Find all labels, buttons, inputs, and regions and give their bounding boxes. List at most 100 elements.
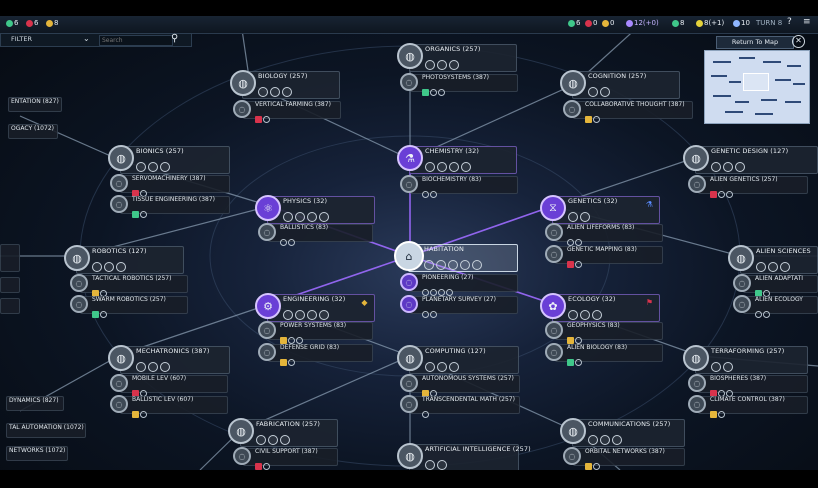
tech-organics[interactable]: ◍ ORGANICS (257) — [397, 43, 517, 72]
tech-partial-ogacy[interactable]: OGACY (1072) — [8, 124, 58, 139]
tech-autonomous-systems[interactable]: ◌ AUTONOMOUS SYSTEMS (257) — [400, 374, 520, 397]
tech-transcendental-math[interactable]: ◌ TRANSCENDENTAL MATH (257) — [400, 395, 520, 418]
resource-energy-income[interactable]: 8(+1) — [696, 19, 724, 27]
tech-alien-ecology[interactable]: ◌ ALIEN ECOLOGY — [733, 295, 818, 318]
tech-orbital-networks[interactable]: ◌ ORBITAL NETWORKS (387) — [563, 447, 685, 470]
tech-photosystems[interactable]: ◌ PHOTOSYSTEMS (387) — [400, 73, 518, 96]
tech-swarm-robotics[interactable]: ◌ SWARM ROBOTICS (257) — [70, 295, 188, 318]
alien-lifeforms-icon: ◌ — [545, 223, 563, 241]
tech-partial-entation[interactable]: ENTATION (827) — [8, 97, 62, 112]
unlock-icons — [711, 157, 747, 172]
autonomous-systems-icon: ◌ — [400, 374, 418, 392]
tech-communications[interactable]: ◍ COMMUNICATIONS (257) — [560, 418, 685, 447]
tech-biospheres[interactable]: ◌ BIOSPHERES (387) — [688, 374, 808, 397]
tech-partial-left-3[interactable] — [0, 298, 20, 314]
artificial-intelligence-icon: ◍ — [397, 443, 423, 469]
unlock-icons — [585, 108, 601, 127]
tech-tactical-robotics[interactable]: ◌ TACTICAL ROBOTICS (257) — [70, 274, 188, 297]
minimap-viewport[interactable] — [743, 73, 769, 91]
tech-fabrication[interactable]: ◍ FABRICATION (257) — [228, 418, 338, 447]
tech-alien-adaptation[interactable]: ◌ ALIEN ADAPTATI — [733, 274, 818, 297]
tech-partial-networks[interactable]: NETWORKS (1072) — [6, 446, 68, 461]
communications-icon: ◍ — [560, 418, 586, 444]
tech-partial-left-1[interactable] — [0, 244, 20, 272]
unlock-icons — [756, 257, 792, 272]
tech-computing[interactable]: ◍ COMPUTING (127) — [397, 345, 519, 374]
tech-ballistics[interactable]: ◌ BALLISTICS (83) — [258, 223, 373, 246]
tech-name: TRANSCENDENTAL MATH (257) — [422, 396, 515, 403]
tech-ballistic-lev[interactable]: ◌ BALLISTIC LEV (607) — [110, 395, 228, 418]
menu-icon: ≡ — [803, 17, 811, 27]
tech-defense-grid[interactable]: ◌ DEFENSE GRID (83) — [258, 343, 373, 366]
close-icon[interactable]: ✕ — [792, 35, 805, 48]
resource-value: 6 — [14, 19, 19, 27]
tech-alien-lifeforms[interactable]: ◌ ALIEN LIFEFORMS (83) — [545, 223, 663, 246]
tech-pioneering[interactable]: ◌ PIONEERING (27) — [400, 273, 518, 296]
unlock-icons — [425, 357, 461, 372]
tech-name: PLANETARY SURVEY (27) — [422, 296, 496, 303]
affinity-purity[interactable]: 6 — [568, 19, 580, 27]
resource-science[interactable]: 12(+0) — [626, 19, 659, 27]
tech-engineering[interactable]: ⚙ ENGINEERING (32) ◆ — [255, 293, 375, 322]
robotics-icon: ◍ — [64, 245, 90, 271]
tech-power-systems[interactable]: ◌ POWER SYSTEMS (83) — [258, 321, 373, 344]
defense-grid-icon: ◌ — [258, 343, 276, 361]
tech-geophysics[interactable]: ◌ GEOPHYSICS (83) — [545, 321, 663, 344]
tech-climate-control[interactable]: ◌ CLIMATE CONTROL (387) — [688, 395, 808, 418]
search-input[interactable] — [99, 35, 173, 46]
tech-partial-left-2[interactable] — [0, 277, 20, 293]
tech-name: ECOLOGY (32) — [568, 295, 616, 303]
help-button[interactable]: ? — [787, 17, 792, 27]
unlock-icons — [425, 55, 461, 70]
tech-biochemistry[interactable]: ◌ BIOCHEMISTRY (83) — [400, 175, 518, 198]
filter-label[interactable]: FILTER — [11, 35, 32, 43]
alien-adaptation-icon: ◌ — [733, 274, 751, 292]
tech-genetics[interactable]: ⧖ GENETICS (32) ⚗ — [540, 195, 660, 224]
tech-alien-sciences[interactable]: ◍ ALIEN SCIENCES — [728, 245, 818, 274]
tech-servomachinery[interactable]: ◌ SERVOMACHINERY (387) — [110, 174, 230, 197]
tech-genetic-mapping[interactable]: ◌ GENETIC MAPPING (83) — [545, 245, 663, 268]
tech-mobile-lev[interactable]: ◌ MOBILE LEV (607) — [110, 374, 228, 397]
resource-diplomacy[interactable]: 10 — [733, 19, 750, 27]
return-to-map-button[interactable]: Return To Map — [716, 36, 794, 49]
tech-tissue-engineering[interactable]: ◌ TISSUE ENGINEERING (387) — [110, 195, 230, 218]
tech-name: ARTIFICIAL INTELLIGENCE (257) — [425, 445, 531, 453]
tech-planetary-survey[interactable]: ◌ PLANETARY SURVEY (27) — [400, 295, 518, 318]
tech-biology[interactable]: ◍ BIOLOGY (257) — [230, 70, 340, 99]
diplomacy-icon — [733, 19, 740, 27]
tech-artificial-intelligence[interactable]: ◍ ARTIFICIAL INTELLIGENCE (257) — [397, 443, 531, 470]
engineering-icon: ⚙ — [255, 293, 281, 319]
tech-web-minimap[interactable] — [704, 50, 810, 124]
chevron-down-icon[interactable]: ⌄ — [83, 34, 90, 43]
tech-collaborative-thought[interactable]: ◌ COLLABORATIVE THOUGHT (387) — [563, 100, 693, 123]
affinity-supremacy[interactable]: 0 — [602, 19, 614, 27]
tech-mechatronics[interactable]: ◍ MECHATRONICS (387) — [108, 345, 230, 374]
tech-habitation[interactable]: ⌂ HABITATION — [394, 241, 518, 272]
search-icon[interactable]: ⚲ — [171, 33, 179, 44]
resource-health[interactable]: 8 — [672, 19, 684, 27]
resource-value: 10 — [741, 19, 750, 27]
tech-alien-biology[interactable]: ◌ ALIEN BIOLOGY (83) — [545, 343, 663, 366]
tech-partial-automation[interactable]: TAL AUTOMATION (1072) — [6, 423, 86, 438]
tech-cognition[interactable]: ◍ COGNITION (257) — [560, 70, 680, 99]
tech-name: ENGINEERING (32) — [283, 295, 346, 303]
tech-web[interactable]: ◍ ORGANICS (257) ◌ PHOTOSYSTEMS (387) ◍ … — [0, 16, 818, 470]
tech-robotics[interactable]: ◍ ROBOTICS (127) — [64, 245, 184, 274]
resource-energy: 6 — [6, 19, 18, 27]
tech-terraforming[interactable]: ◍ TERRAFORMING (257) — [683, 345, 808, 374]
tech-ecology[interactable]: ✿ ECOLOGY (32) ⚑ — [540, 293, 660, 322]
tech-chemistry[interactable]: ⚗ CHEMISTRY (32) — [397, 145, 517, 174]
menu-button[interactable]: ≡ — [803, 17, 811, 27]
tech-partial-dynamics[interactable]: DYNAMICS (827) — [6, 396, 64, 411]
tech-genetic-design[interactable]: ◍ GENETIC DESIGN (127) — [683, 145, 818, 174]
tech-name: COLLABORATIVE THOUGHT (387) — [585, 101, 685, 108]
climate-control-icon: ◌ — [688, 395, 706, 413]
tech-alien-genetics[interactable]: ◌ ALIEN GENETICS (257) — [688, 175, 808, 198]
tech-civil-support[interactable]: ◌ CIVIL SUPPORT (387) — [233, 447, 338, 470]
tech-bionics[interactable]: ◍ BIONICS (257) — [108, 145, 230, 174]
unlock-icons — [567, 351, 583, 370]
tech-physics[interactable]: ⚛ PHYSICS (32) — [255, 195, 375, 224]
tech-vertical-farming[interactable]: ◌ VERTICAL FARMING (387) — [233, 100, 341, 123]
tech-name: BIOCHEMISTRY (83) — [422, 176, 482, 183]
affinity-harmony[interactable]: 0 — [585, 19, 597, 27]
